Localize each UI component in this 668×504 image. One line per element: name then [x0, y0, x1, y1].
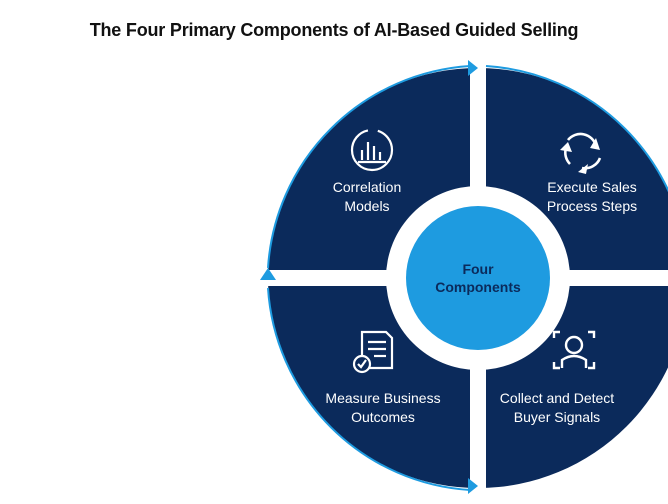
arc-bottom-left [267, 287, 471, 491]
bar-chart-circle-icon [350, 128, 394, 172]
document-check-icon [352, 330, 394, 374]
quadrant-label-line2: Process Steps [547, 198, 637, 214]
quadrant-label-line2: Buyer Signals [514, 409, 600, 425]
quadrant-execute-sales: Execute Sales Process Steps [547, 132, 637, 214]
quadrant-label-line1: Measure Business [325, 390, 440, 406]
person-scan-icon [552, 330, 596, 370]
quadrant-label-line2: Outcomes [351, 409, 415, 425]
arrow-head-top [468, 60, 478, 76]
arc-top-right [485, 65, 668, 193]
center-label-line2: Components [435, 279, 521, 295]
quadrant-collect-signals: Collect and Detect Buyer Signals [500, 330, 615, 425]
quadrant-correlation-models: Correlation Models [333, 128, 401, 214]
center-label-line1: Four [462, 261, 494, 277]
quadrant-label-line1: Collect and Detect [500, 390, 615, 406]
quadrant-measure-outcomes: Measure Business Outcomes [325, 330, 441, 425]
quadrant-label-line1: Execute Sales [547, 179, 637, 195]
quadrant-label-line1: Correlation [333, 179, 401, 195]
arrow-head-left [260, 268, 276, 280]
cycle-arrows-icon [560, 132, 602, 174]
quadrant-label-line2: Models [344, 198, 389, 214]
cycle-arrows [267, 65, 668, 491]
arrow-head-bottom [468, 478, 478, 494]
center-circle [406, 206, 550, 350]
diagram-title: The Four Primary Components of AI-Based … [89, 20, 579, 40]
arc-top-left [267, 65, 471, 269]
